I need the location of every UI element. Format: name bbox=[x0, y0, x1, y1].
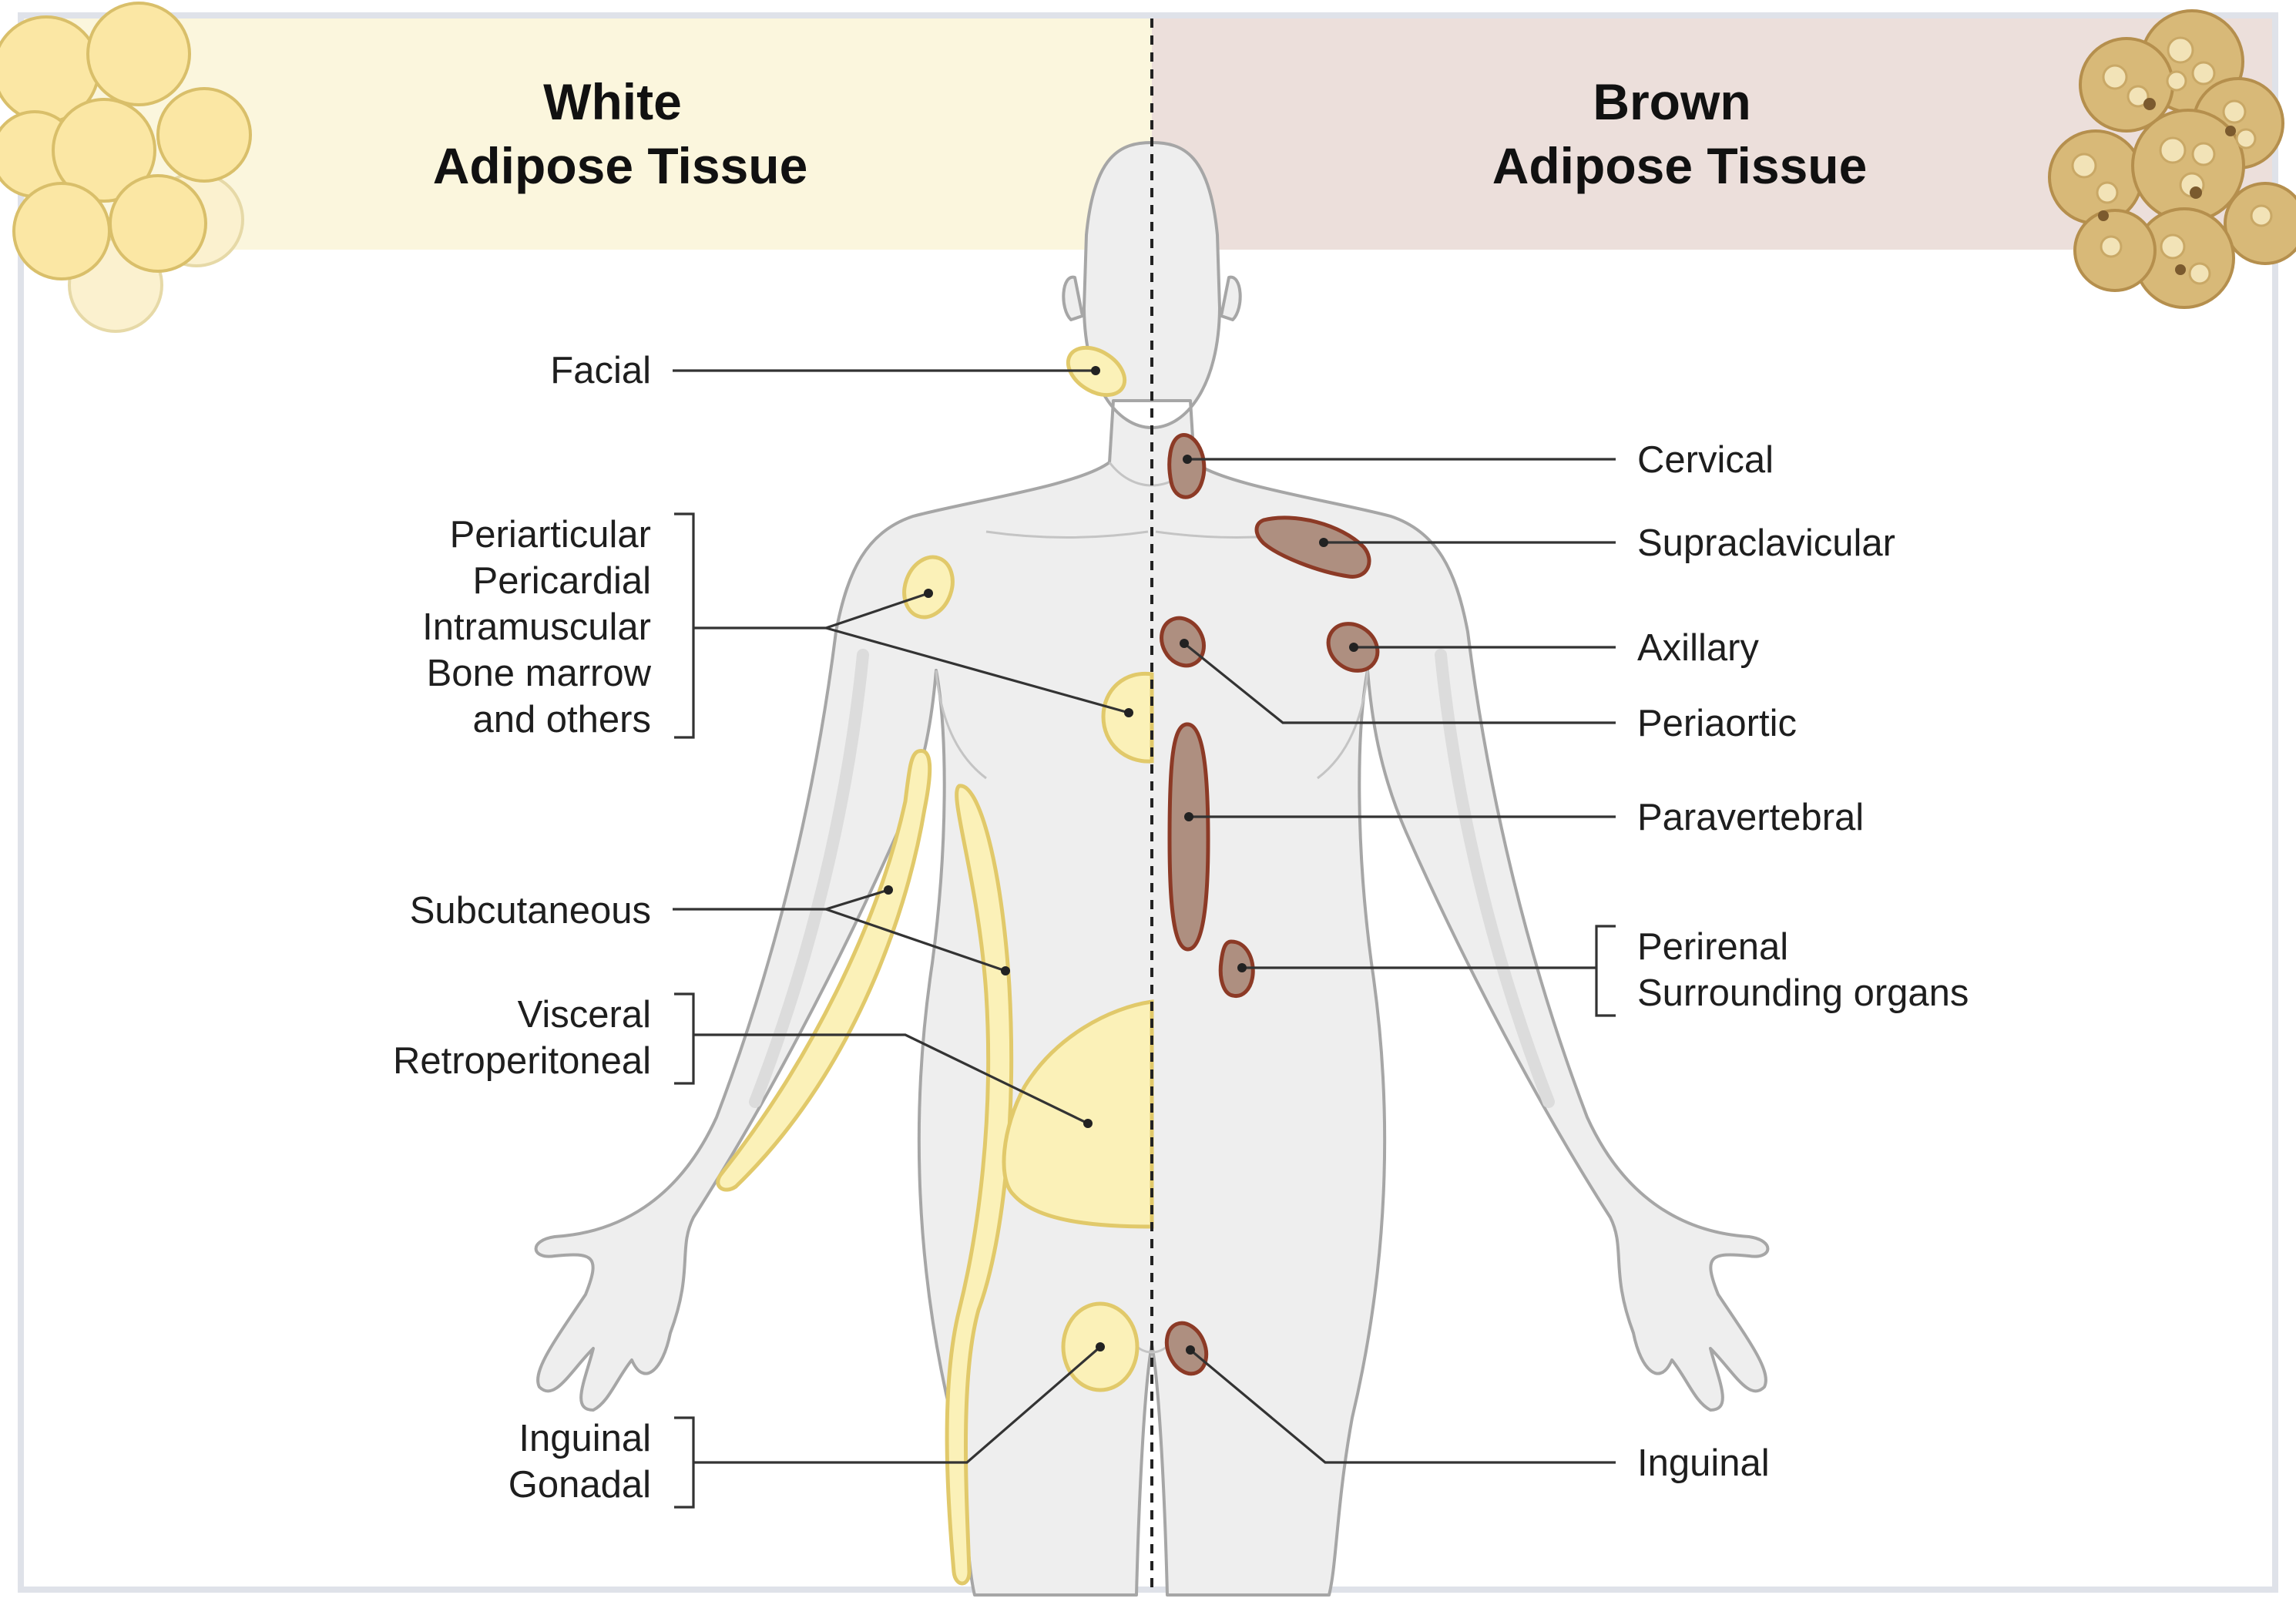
white-adipose-title-line2: Adipose Tissue bbox=[433, 137, 808, 194]
white-visceral-fat bbox=[1002, 999, 1154, 1229]
brown-supraclavicular-fat bbox=[1254, 515, 1371, 579]
label-surrounding-organs: Surrounding organs bbox=[1637, 972, 1969, 1014]
label-supraclavicular: Supraclavicular bbox=[1637, 522, 1895, 564]
brown-paravertebral-fat bbox=[1167, 722, 1210, 952]
leader-subcutaneous-trunk bbox=[825, 908, 1006, 972]
brown-adipose-labels: Cervical Supraclavicular Axillary Periao… bbox=[1637, 439, 1969, 1484]
leader-periaortic bbox=[1183, 642, 1616, 724]
label-paravertebral: Paravertebral bbox=[1637, 797, 1864, 838]
brown-adipocyte-cluster-icon bbox=[2048, 9, 2296, 309]
brown-cervical-fat bbox=[1167, 433, 1207, 499]
label-intramuscular: Intramuscular bbox=[422, 606, 651, 648]
label-periarticular: Periarticular bbox=[450, 514, 651, 556]
bracket-visceral bbox=[674, 992, 695, 1085]
label-visceral: Visceral bbox=[518, 994, 651, 1036]
brown-perirenal-fat bbox=[1218, 939, 1255, 999]
white-pericardial-fat bbox=[1101, 671, 1154, 764]
label-gonadal: Gonadal bbox=[509, 1464, 651, 1506]
white-subcutaneous-arm-fat bbox=[716, 749, 932, 1192]
leader-end-dots bbox=[884, 366, 1358, 1355]
bracket-perirenal bbox=[1595, 925, 1616, 1017]
bracket-periarticular bbox=[674, 512, 695, 739]
white-adipocyte-cluster-icon bbox=[0, 2, 252, 333]
label-perirenal: Perirenal bbox=[1637, 926, 1788, 968]
label-axillary: Axillary bbox=[1637, 627, 1759, 669]
label-periaortic: Periaortic bbox=[1637, 703, 1797, 744]
white-adipose-title-line1: White bbox=[543, 73, 682, 130]
label-bone-marrow: Bone marrow bbox=[427, 653, 652, 694]
white-subcutaneous-trunk-fat bbox=[945, 784, 1014, 1586]
label-subcutaneous: Subcutaneous bbox=[410, 890, 651, 932]
label-inguinal-white: Inguinal bbox=[519, 1418, 651, 1459]
white-adipose-labels: Facial Periarticular Pericardial Intramu… bbox=[393, 350, 652, 1506]
white-shoulder-fat bbox=[902, 555, 955, 620]
brown-adipose-title-line2: Adipose Tissue bbox=[1492, 137, 1868, 194]
white-leader-lines bbox=[673, 369, 1130, 1509]
label-inguinal-brown: Inguinal bbox=[1637, 1442, 1770, 1484]
leader-inguinal-brown bbox=[1189, 1348, 1616, 1464]
brown-adipose-title-line1: Brown bbox=[1593, 73, 1751, 130]
label-facial: Facial bbox=[550, 350, 651, 391]
white-adipose-regions bbox=[716, 345, 1154, 1586]
leader-inguinal-white bbox=[693, 1345, 1102, 1464]
leader-visceral bbox=[693, 1033, 1089, 1125]
label-pericardial: Pericardial bbox=[473, 560, 651, 602]
leader-periarticular-pericardial bbox=[825, 626, 1130, 714]
label-retroperitoneal: Retroperitoneal bbox=[393, 1040, 651, 1082]
label-and-others: and others bbox=[472, 699, 651, 740]
label-cervical: Cervical bbox=[1637, 439, 1774, 481]
brown-leader-lines bbox=[1183, 458, 1616, 1464]
